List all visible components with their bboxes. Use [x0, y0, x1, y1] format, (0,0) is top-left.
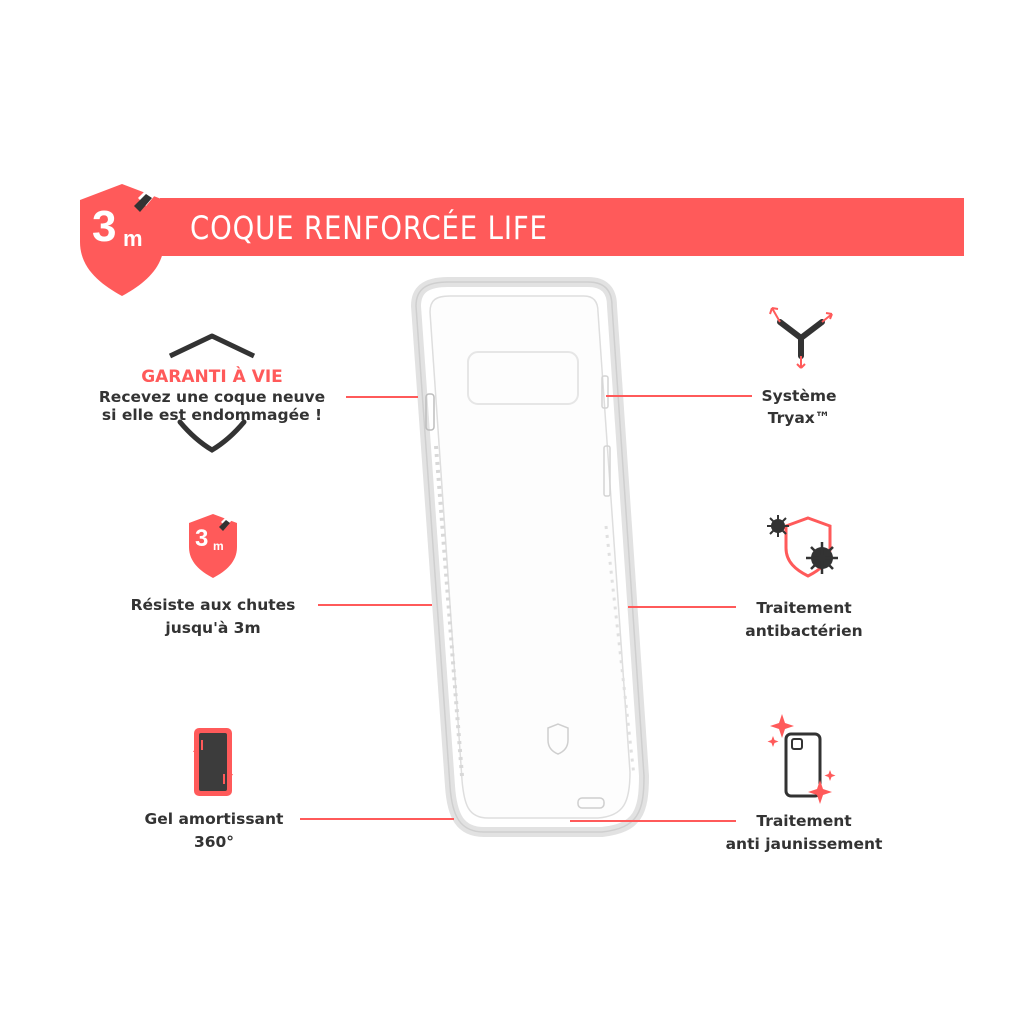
drop-badge-number: 3: [195, 525, 209, 552]
banner-title: COQUE RENFORCÉE LIFE: [190, 209, 548, 247]
guarantee-line1: Recevez une coque neuve: [98, 388, 326, 406]
badge-unit: m: [123, 226, 143, 251]
antibacterial-connector-line: [628, 606, 736, 608]
antiyellowing-connector-line: [570, 820, 736, 822]
title-banner: [160, 198, 964, 256]
sparkle-phone-icon: [766, 714, 838, 804]
badge-number: 3: [92, 202, 117, 251]
gel-line1: Gel amortissant: [144, 810, 284, 828]
tryax-connector-line: [606, 395, 752, 397]
phone-case-image: [402, 276, 650, 842]
antiyellowing-line1: Traitement: [756, 812, 852, 830]
tryax-arrows-icon: [766, 304, 836, 370]
shield-3m-badge-icon: [74, 180, 170, 300]
shield-3m-small-icon: [186, 512, 240, 580]
tryax-line1: Système: [761, 387, 837, 405]
shield-outline-icon: [162, 330, 262, 456]
antibacterial-line2: antibactérien: [745, 622, 863, 640]
gel-line2: 360°: [193, 833, 235, 851]
drop-line1: Résiste aux chutes: [130, 596, 296, 614]
antiyellowing-line2: anti jaunissement: [725, 835, 883, 853]
guarantee-connector-line: [346, 396, 418, 398]
drop-line2: jusqu'à 3m: [165, 619, 261, 637]
tryax-line2: Tryax™: [767, 409, 831, 427]
antibacterial-shield-icon: [764, 512, 842, 580]
drop-badge-unit: m: [213, 539, 224, 553]
guarantee-line2: si elle est endommagée !: [101, 406, 323, 424]
guarantee-title: GARANTI À VIE: [141, 367, 283, 387]
gel-connector-line: [300, 818, 454, 820]
drop-connector-line: [318, 604, 432, 606]
antibacterial-line1: Traitement: [756, 599, 852, 617]
gel-phone-icon: [190, 724, 236, 800]
